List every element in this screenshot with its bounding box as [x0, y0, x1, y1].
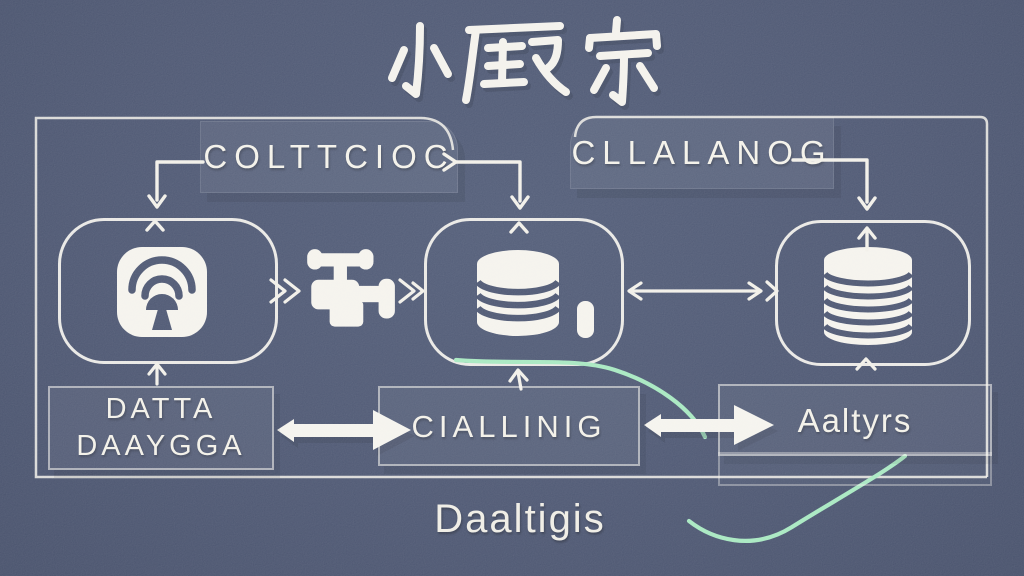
- data-stage-label-line1: DATTA: [105, 393, 217, 425]
- collection-to-source-arrow: [145, 160, 205, 232]
- data-to-source-arrow: [147, 362, 167, 386]
- collection-to-storage-arrow: [442, 152, 530, 234]
- storage-warehouse-double-arrow: [627, 280, 779, 302]
- cleaning-stage-label: CIALLINIG: [411, 408, 607, 444]
- data-stage-box: DATTA DAAYGGA: [48, 386, 274, 470]
- analysis-stage-subpanel: [718, 452, 992, 486]
- faucet-to-storage-chevron: [398, 278, 425, 304]
- analysis-to-warehouse-arrow: [855, 357, 877, 371]
- analysis-stage-box: Aaltyrs: [718, 384, 992, 456]
- analysis-stage-label: Aaltyrs: [797, 401, 913, 439]
- catalog-to-warehouse-arrow: [791, 158, 877, 252]
- diagram-caption: Daaltigis: [434, 497, 606, 541]
- data-stage-label-line2: DAAYGGA: [76, 430, 246, 462]
- cleaning-stage-box: CIALLINIG: [378, 386, 640, 466]
- source-to-faucet-chevrons: [269, 278, 301, 304]
